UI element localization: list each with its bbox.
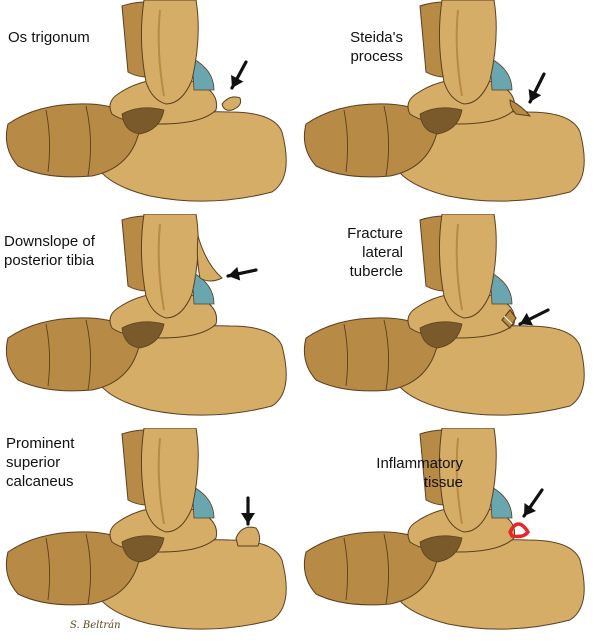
ankle-illustration	[303, 428, 585, 630]
tibia-shading	[157, 437, 165, 525]
joint-cartilage	[489, 271, 513, 305]
panel-label: Downslope of posterior tibia	[4, 232, 95, 270]
label-line: Prominent	[6, 435, 75, 452]
sinus-tarsi-shadow	[419, 321, 463, 349]
joint-line	[45, 533, 92, 605]
midfoot-bones	[303, 317, 439, 392]
joint-line	[343, 319, 390, 391]
panel-inflammatory-tissue: Inflammatory tissue	[298, 428, 595, 642]
arrow-head	[524, 502, 537, 516]
sinus-tarsi-shadow	[419, 535, 463, 563]
panel-label: Inflammatory tissue	[376, 454, 463, 492]
arrow-head	[528, 89, 542, 102]
label-line: Steida's	[350, 29, 403, 46]
panel-steida-process: Steida's process	[298, 0, 595, 214]
tibia-shading	[455, 437, 463, 525]
sinus-tarsi-shadow	[121, 535, 165, 563]
panel-label: Steida's process	[350, 28, 403, 66]
label-line: tissue	[423, 474, 463, 491]
tibia-shading	[455, 9, 463, 97]
ankle-illustration	[5, 0, 287, 202]
midfoot-bones	[5, 531, 141, 606]
tibia-shading	[157, 223, 165, 311]
arrow-head	[520, 312, 533, 326]
label-line: lateral	[362, 244, 403, 261]
fracture-line	[503, 315, 513, 325]
tibia-bone	[438, 428, 497, 533]
midfoot-bones	[5, 103, 141, 178]
panel-os-trigonum: Os trigonum	[0, 0, 297, 214]
joint-line	[45, 105, 92, 177]
tibia-bone	[438, 0, 497, 105]
ankle-illustration	[303, 214, 585, 416]
joint-cartilage	[191, 485, 215, 519]
arrow-head	[231, 74, 244, 88]
posterior-tibia-downslope	[196, 235, 223, 282]
arrow-head	[228, 266, 241, 281]
panel-label: Prominent superior calcaneus	[6, 434, 74, 491]
joint-line	[343, 533, 390, 605]
tibia-shading	[157, 9, 165, 97]
joint-cartilage	[489, 57, 513, 91]
tibia-bone	[140, 0, 199, 105]
sinus-tarsi-shadow	[121, 321, 165, 349]
panel-label: Fracture lateral tubercle	[347, 224, 403, 281]
label-line: Fracture	[347, 225, 403, 242]
sinus-tarsi-shadow	[121, 107, 165, 135]
label-line: Os trigonum	[8, 29, 90, 46]
label-line: posterior tibia	[4, 252, 95, 269]
panel-label: Os trigonum	[8, 28, 90, 47]
steida-process-bone	[509, 99, 532, 117]
ankle-illustration	[5, 214, 287, 416]
joint-cartilage	[191, 57, 215, 91]
panel-downslope-tibia: Downslope of posterior tibia	[0, 214, 297, 428]
panel-fracture-tubercle: Fracture lateral tubercle	[298, 214, 595, 428]
label-line: superior	[6, 454, 61, 471]
label-line: Downslope of	[4, 233, 95, 250]
arrow-head	[241, 513, 255, 524]
joint-cartilage	[489, 485, 513, 519]
joint-cartilage	[191, 271, 215, 305]
tubercle-fragment	[501, 309, 517, 329]
tibia-bone	[140, 428, 199, 533]
ankle-illustration	[303, 0, 585, 202]
label-line: process	[350, 48, 403, 65]
midfoot-bones	[303, 531, 439, 606]
sinus-tarsi-shadow	[419, 107, 463, 135]
label-line: calcaneus	[6, 473, 74, 490]
label-line: Inflammatory	[376, 455, 463, 472]
label-line: tubercle	[349, 263, 403, 280]
tibia-bone	[438, 214, 497, 319]
midfoot-bones	[5, 317, 141, 392]
joint-line	[45, 319, 92, 391]
midfoot-bones	[303, 103, 439, 178]
ankle-illustration	[5, 428, 287, 630]
artist-signature: S. Beltrán	[70, 620, 121, 631]
panel-prominent-calcaneus: Prominent superior calcaneus	[0, 428, 297, 642]
joint-line	[343, 105, 390, 177]
inflammatory-tissue-mass	[508, 522, 530, 539]
tibia-shading	[455, 223, 463, 311]
prominent-calcaneus-bump	[235, 526, 261, 547]
os-trigonum-ossicle	[221, 96, 242, 111]
